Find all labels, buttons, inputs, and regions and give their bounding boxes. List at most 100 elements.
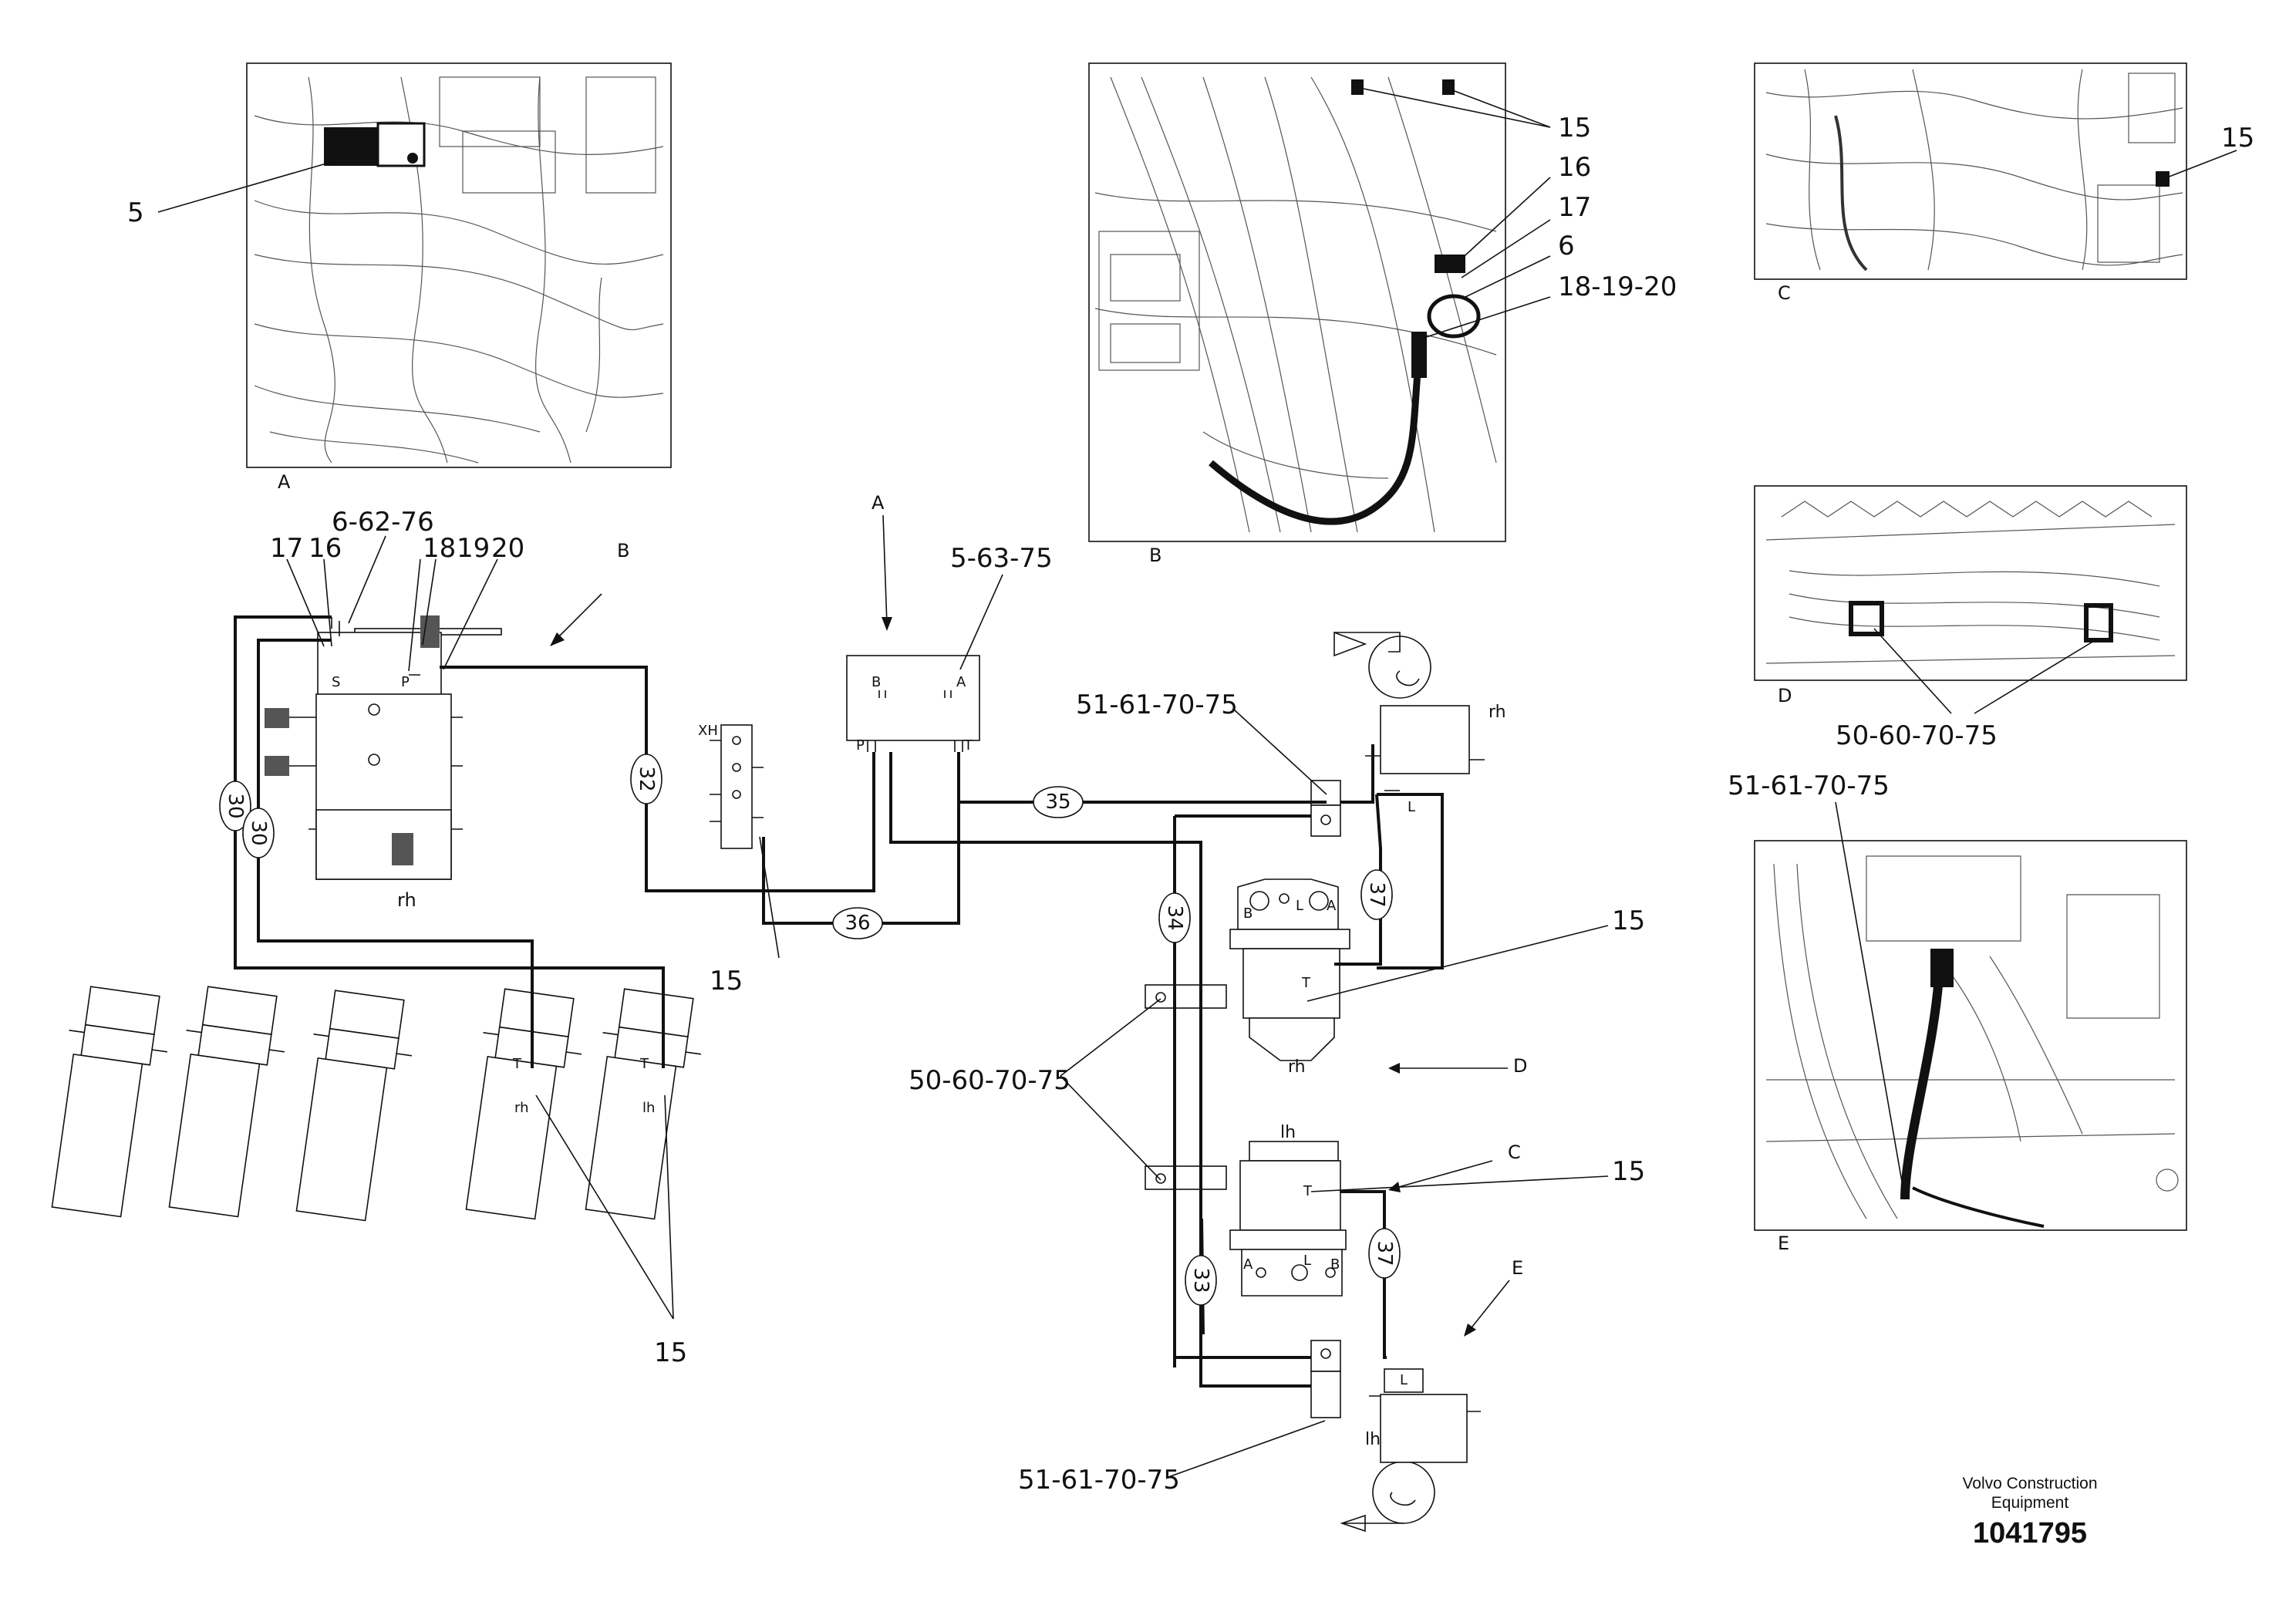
callout-15-cylinders: 15: [654, 1337, 687, 1368]
view-arrows: A B C D E: [550, 492, 1527, 1337]
side-label-rh-tank: rh: [1489, 703, 1506, 722]
hose-30-a: 30: [219, 781, 251, 831]
side-label-lh-motor: lh: [1280, 1123, 1296, 1142]
lh-block-bottom: L lh: [1365, 1368, 1481, 1463]
inset-b-caption: B: [1149, 545, 1161, 566]
hose-number-37-b: 37: [1373, 1240, 1396, 1266]
port-pp: P: [856, 737, 865, 754]
inset-c: 15 C: [1754, 62, 2254, 304]
lh-travel-motor: lh T A L B: [1229, 1123, 1347, 1297]
port-a3: A: [1243, 1256, 1253, 1273]
inset-d-callout-50-60-70-75: 50-60-70-75: [1836, 720, 1998, 751]
callout-16: 16: [308, 533, 342, 564]
brand-line-2: Equipment: [1991, 1494, 2069, 1512]
fan-symbol-top: [1333, 631, 1431, 699]
inset-b-callout-15: 15: [1558, 113, 1591, 143]
callout-leaders: [286, 535, 1609, 1478]
hose-number-36: 36: [845, 912, 870, 935]
port-t3: T: [1303, 1183, 1313, 1199]
hydraulic-lines: [234, 615, 1444, 1388]
hose-numbers: 30 30 32 35 36 34 37 33: [219, 754, 1401, 1306]
port-s: S: [332, 674, 340, 690]
callout-19: 19: [457, 533, 490, 564]
inset-a-caption: A: [278, 471, 291, 493]
side-label-cyl-lh: lh: [642, 1100, 655, 1116]
hose-32: 32: [630, 754, 663, 804]
side-label-lh-tank: lh: [1365, 1430, 1381, 1449]
callout-15-valve: 15: [710, 966, 743, 996]
side-label-cyl-rh: rh: [514, 1100, 529, 1116]
port-b3: B: [1330, 1256, 1340, 1273]
inset-e-caption: E: [1778, 1233, 1789, 1254]
inset-e: 51-61-70-75 E: [1728, 771, 2187, 1254]
hose-35: 35: [1033, 786, 1084, 818]
callout-51-61-70-75-top: 51-61-70-75: [1076, 690, 1238, 720]
schematic-callouts: 6-62-76 17 16 18 19 20 5-63-75 15 15 51-…: [270, 507, 1645, 1496]
fan-symbol-bottom: [1340, 1461, 1435, 1533]
inset-b-callout-6: 6: [1558, 231, 1575, 261]
hose-number-35: 35: [1045, 791, 1070, 814]
port-l3: L: [1303, 1253, 1311, 1269]
port-t: T: [963, 737, 973, 754]
inset-b: 15 16 17 6 18-19-20 B: [1088, 62, 1677, 566]
inset-c-callout-15: 15: [2221, 123, 2254, 153]
port-l2: L: [1296, 898, 1303, 914]
callout-15-motor-top: 15: [1612, 905, 1645, 936]
hose-number-30-a: 30: [224, 793, 247, 818]
inset-c-caption: C: [1778, 282, 1791, 304]
hose-number-33: 33: [1189, 1267, 1212, 1293]
hose-number-32: 32: [635, 766, 658, 791]
port-b: B: [872, 674, 881, 690]
hose-37-a: 37: [1360, 869, 1393, 920]
callout-5-63-75: 5-63-75: [950, 543, 1053, 574]
footer: Volvo Construction Equipment 1041795: [1962, 1475, 2097, 1549]
brand-line-1: Volvo Construction: [1962, 1475, 2097, 1492]
callout-15-motor-bottom: 15: [1612, 1156, 1645, 1187]
inset-e-callout-51-61-70-75: 51-61-70-75: [1728, 771, 1890, 801]
hose-37-b: 37: [1368, 1228, 1401, 1279]
view-arrow-e: E: [1512, 1257, 1523, 1279]
hose-number-34: 34: [1163, 905, 1186, 930]
port-p: P: [401, 674, 410, 690]
callout-20: 20: [491, 533, 524, 564]
inset-b-callout-16: 16: [1558, 152, 1591, 183]
hydraulic-cylinders: T T rh lh: [51, 986, 702, 1222]
port-b2: B: [1243, 905, 1253, 922]
view-arrow-b: B: [617, 540, 629, 561]
callout-18: 18: [423, 533, 456, 564]
view-arrow-a: A: [872, 492, 885, 514]
hose-30-b: 30: [242, 808, 275, 858]
rh-block-top: rh L: [1365, 703, 1506, 815]
hose-36: 36: [832, 907, 883, 939]
side-label-rh-motor: rh: [1288, 1057, 1306, 1077]
port-l: L: [1408, 799, 1415, 815]
pilot-block-a: B A P T: [846, 655, 980, 754]
port-t2: T: [1301, 975, 1311, 991]
port-a: A: [956, 674, 966, 690]
view-arrow-d: D: [1513, 1055, 1527, 1077]
inset-d-caption: D: [1778, 685, 1792, 706]
port-l4: L: [1400, 1372, 1408, 1388]
port-t5: T: [639, 1056, 649, 1072]
inset-b-callout-17: 17: [1558, 192, 1591, 223]
main-control-valve: S P rh: [265, 615, 502, 911]
port-a2: A: [1327, 898, 1337, 914]
callout-17: 17: [270, 533, 303, 564]
side-label-rh-valve: rh: [397, 889, 416, 911]
inset-b-callout-18-19-20: 18-19-20: [1558, 271, 1677, 302]
port-t4: T: [512, 1056, 522, 1072]
hose-33: 33: [1185, 1255, 1217, 1306]
hose-34: 34: [1158, 892, 1191, 943]
port-xh: XH: [698, 723, 718, 739]
clamp-blocks: [1145, 780, 1341, 1418]
inset-a-callout-5: 5: [127, 197, 144, 228]
document-number: 1041795: [1973, 1517, 2087, 1549]
rh-travel-motor: B L A T rh: [1229, 878, 1350, 1077]
inset-a: 5 A: [127, 62, 672, 493]
hose-number-30-b: 30: [247, 820, 270, 845]
pilot-valve-bank: XH: [698, 723, 764, 849]
inset-d: 50-60-70-75 D: [1754, 485, 2187, 751]
hose-number-37-a: 37: [1365, 882, 1388, 907]
view-arrow-c: C: [1508, 1141, 1521, 1163]
